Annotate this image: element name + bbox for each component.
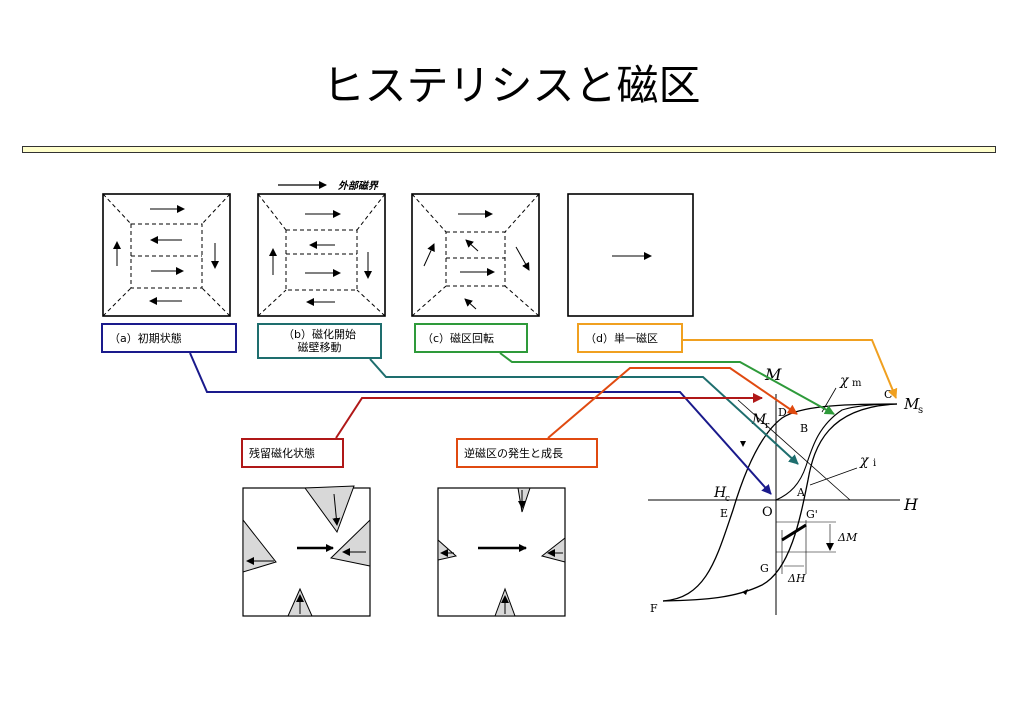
connector-rotation — [499, 352, 835, 415]
connector-remanent — [335, 393, 763, 439]
chi-i-subscript: i — [873, 458, 876, 469]
ascending-branch — [662, 403, 898, 602]
plot-labels: M H O A B C D E F G G' M s M r H c χ m χ… — [650, 365, 923, 615]
label-magnetization-start-line1: （b）磁化開始 — [283, 328, 356, 341]
domain-panel-reverse — [437, 487, 566, 617]
mr-subscript: r — [765, 421, 770, 431]
label-magnetization-start-line2: 磁壁移動 — [297, 341, 342, 354]
ms-subscript: s — [918, 405, 923, 416]
label-domain-rotation: （c）磁区回転 — [414, 323, 528, 353]
domain-panel-single — [567, 193, 694, 317]
label-reverse-domain: 逆磁区の発生と成長 — [456, 438, 598, 468]
label-single-domain: （d）単一磁区 — [577, 323, 683, 353]
chi-m-label: χ — [839, 373, 850, 389]
point-g-prime: G' — [806, 508, 818, 521]
delta-m-label: ΔM — [837, 531, 858, 544]
delta-h-label: ΔH — [787, 572, 806, 585]
domain-panel-wall-motion — [257, 193, 386, 317]
connector-initial — [189, 352, 772, 495]
title-divider — [22, 146, 996, 153]
point-e: E — [720, 507, 728, 520]
chi-i-label: χ — [859, 453, 870, 469]
connector-reverse — [547, 367, 798, 439]
chi-m-subscript: m — [852, 378, 862, 389]
domain-panel-initial — [102, 193, 231, 317]
point-a: A — [796, 486, 806, 499]
ms-label: M — [903, 395, 920, 413]
h-axis-label: H — [903, 495, 919, 514]
chi-m-line — [737, 399, 851, 501]
hc-subscript: c — [725, 494, 730, 504]
domain-panel-remanent — [242, 485, 371, 617]
hysteresis-plot — [648, 387, 900, 615]
slide-title: ヒステリシスと磁区 — [322, 61, 701, 110]
point-d: D — [778, 406, 787, 419]
descending-branch — [662, 403, 898, 602]
point-g: G — [760, 562, 769, 575]
domain-panel-rotation — [411, 193, 540, 317]
connector-single-domain — [683, 339, 898, 399]
origin-label: O — [762, 505, 773, 520]
connector-wall-motion — [369, 358, 799, 465]
point-f: F — [650, 602, 658, 615]
m-axis-label: M — [764, 365, 782, 384]
initial-curve — [775, 403, 898, 501]
hc-label: H — [713, 485, 727, 501]
point-c: C — [884, 388, 892, 401]
label-remanent-state: 残留磁化状態 — [241, 438, 344, 468]
label-magnetization-start: （b）磁化開始 磁壁移動 — [257, 323, 382, 359]
point-b: B — [800, 422, 808, 435]
external-field-caption: 外部磁界 — [337, 180, 379, 192]
label-initial-state: （a）初期状態 — [101, 323, 237, 353]
external-field-indicator: 外部磁界 — [278, 180, 379, 192]
